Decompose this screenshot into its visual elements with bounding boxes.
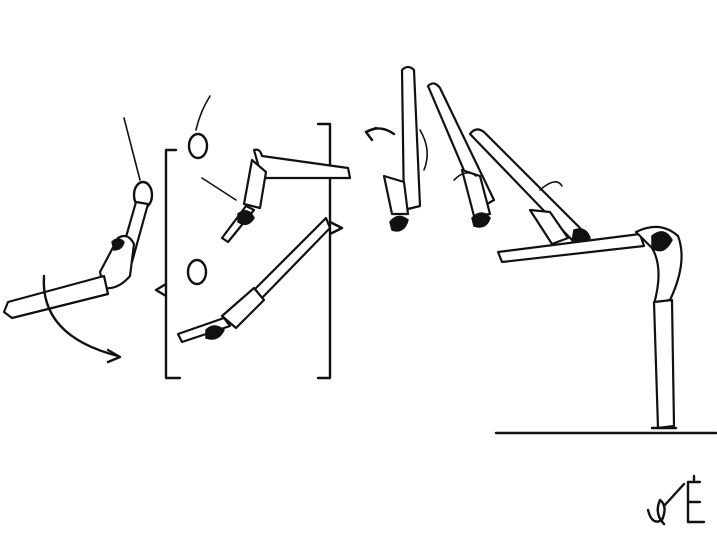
gymnast-salto-2-head <box>472 213 490 227</box>
gymnast-swing-phase-icon <box>4 118 152 362</box>
gymnast-head-lower <box>206 326 224 339</box>
gymnast-legs-lower <box>254 218 330 298</box>
gymnast-landing-icon <box>496 227 716 433</box>
gymnast-legs <box>4 276 108 318</box>
ring-icon <box>189 134 207 158</box>
ring-strap <box>196 96 210 130</box>
gymnast-bracketed-options-icon <box>156 96 350 378</box>
difficulty-symbol-icon <box>648 476 704 524</box>
ring-strap <box>124 118 140 180</box>
bracket-right-icon <box>318 124 342 378</box>
gymnast-salto-sequence-icon <box>366 67 590 244</box>
gymnast-legs-upper <box>254 150 350 178</box>
bracket-left-icon <box>156 150 180 378</box>
gymnast-landing-legs <box>654 300 674 428</box>
gymnast-salto-1-head <box>390 216 408 230</box>
ring-icon <box>188 260 206 284</box>
